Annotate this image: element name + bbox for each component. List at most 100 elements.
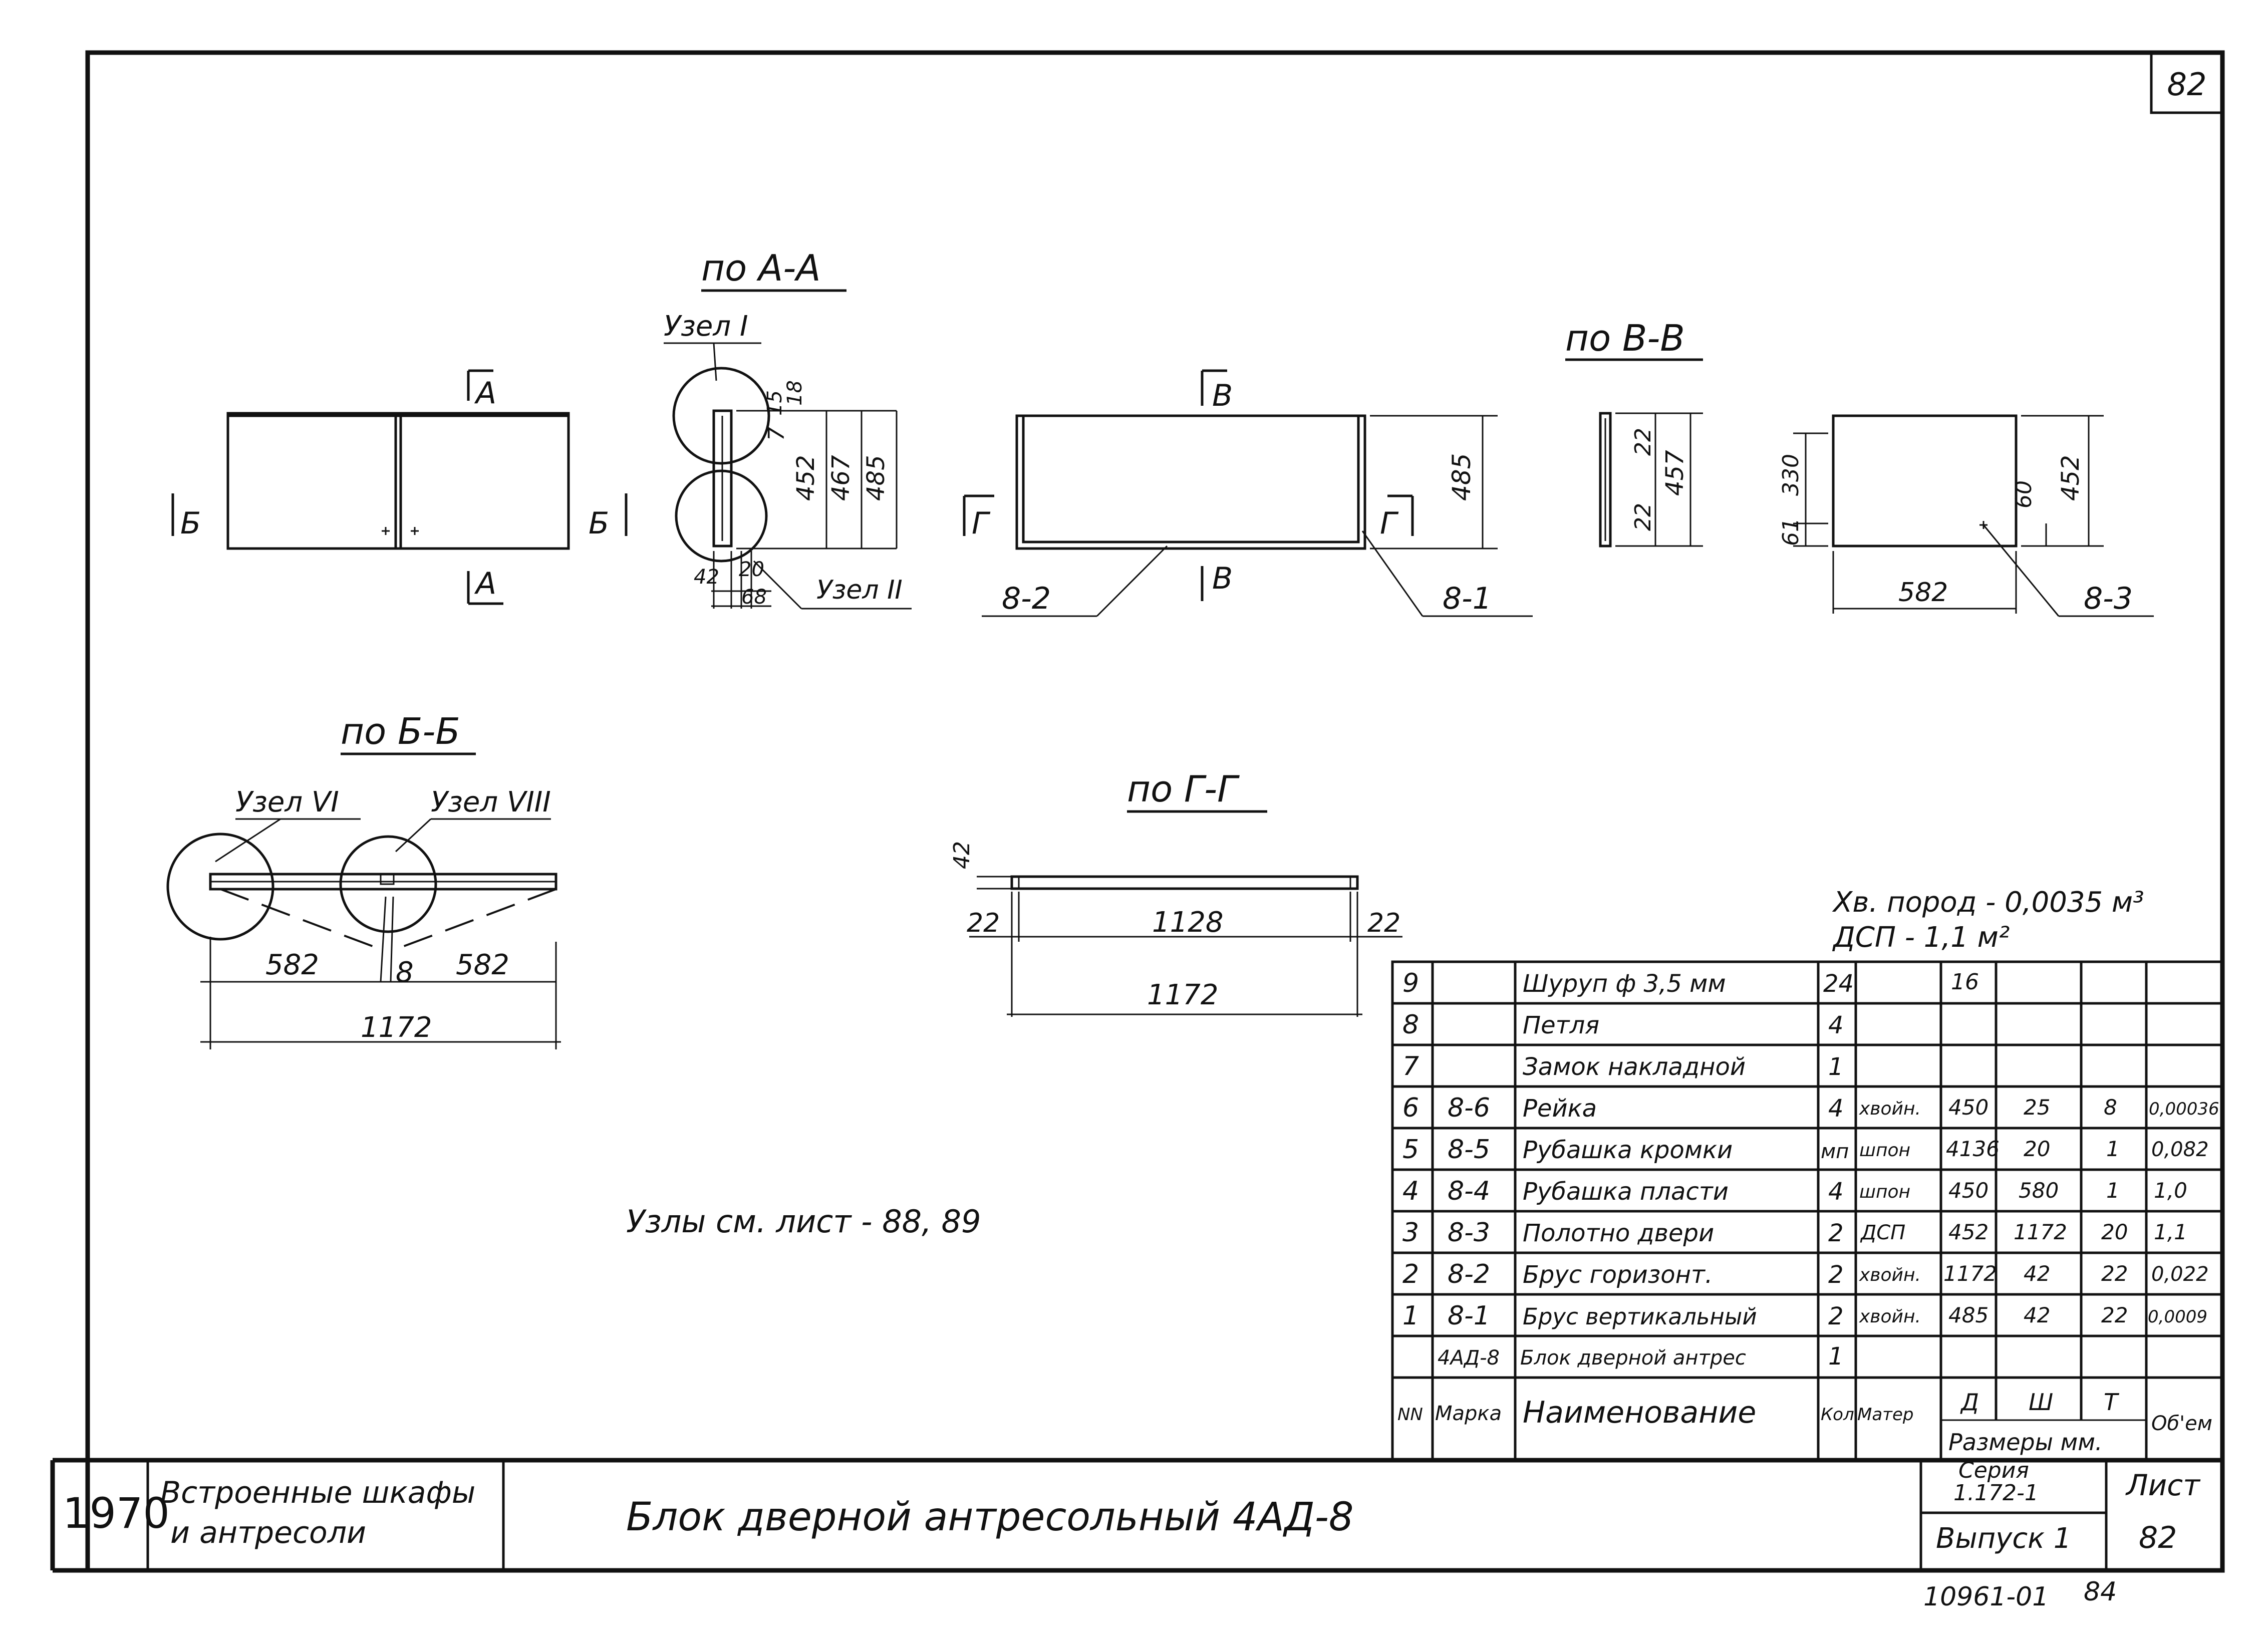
spec-row-1-name: Брус вертикальный [1523,1303,1757,1330]
dim-61: 61 [1778,518,1804,546]
title-category-1: Встроенные шкафы [160,1475,475,1510]
spec-row-assembly-name: Блок дверной антрес [1520,1346,1746,1370]
dim-467: 467 [827,455,855,501]
spec-row-6-name: Рейка [1523,1095,1597,1123]
spec-row-3-t: 20 [2101,1220,2128,1244]
spec-row-3-vol: 1,1 [2154,1220,2187,1244]
dim-bb-8: 8 [396,956,414,989]
spec-row-2-vol: 0,022 [2151,1263,2209,1286]
spec-row-1-n: 1 [1402,1301,1419,1331]
spec-row-2-w: 42 [2024,1261,2050,1286]
front-view: А А Б Б [171,369,628,605]
title-category-2: и антресоли [170,1515,366,1550]
spec-header-name: Наименование [1523,1395,1756,1430]
section-mark-a-bottom: А [474,566,496,601]
view-label-b-b: по Б-Б [341,710,460,752]
frame-view: В В Г Г 485 8-2 8-1 [963,369,1533,617]
materials-wood: Хв. пород - 0,0035 м³ [1832,886,2144,919]
dim-15: 15 [763,390,786,416]
spec-row-8-qty: 4 [1828,1011,1844,1039]
section-mark-b-right: Б [589,506,609,541]
section-mark-v-bottom: В [1212,561,1233,596]
spec-row-3-d: 452 [1948,1220,1989,1244]
spec-header-d: Д [1960,1389,1979,1416]
dim-60: 60 [2011,480,2037,508]
spec-row-7-name: Замок накладной [1523,1053,1746,1081]
section-v-v: по В-В 22 457 22 [1565,317,1703,548]
spec-row-5-vol: 0,082 [2151,1138,2209,1161]
dim-68: 68 [741,586,767,609]
section-g-g: по Г-Г 42 22 1128 22 1172 [949,768,1402,1017]
spec-row-5-w: 20 [2024,1137,2050,1161]
sheet-number-title: 82 [2139,1520,2177,1555]
callout-8-1: 8-1 [1443,581,1492,616]
spec-row-6-mark: 8-6 [1448,1093,1490,1123]
dim-485: 485 [862,455,890,501]
sheet-number-box [2150,51,2224,114]
spec-row-5-name: Рубашка кромки [1523,1136,1733,1164]
dim-bb-582-right: 582 [456,949,509,981]
spec-row-5-mat: шпон [1859,1140,1910,1161]
spec-row-2-n: 2 [1402,1259,1419,1289]
dim-gg-1128: 1128 [1152,906,1224,939]
dim-gg-1172: 1172 [1147,979,1219,1011]
section-mark-g-left: Г [972,506,991,541]
dim-452-panel: 452 [2057,455,2085,501]
spec-row-3-n: 3 [1402,1218,1419,1248]
spec-row-5-mark: 8-5 [1448,1135,1490,1165]
view-label-g-g: по Г-Г [1127,768,1240,810]
section-a-a: по А-А Узел I 15 18 7 452 467 485 42 20 … [664,247,912,610]
spec-row-1-d: 485 [1948,1303,1989,1327]
spec-row-2-d: 1172 [1943,1261,1997,1286]
spec-row-assembly-mark: 4АД-8 [1438,1346,1500,1370]
dim-gg-22-right: 22 [1367,908,1400,938]
spec-row-6-qty: 4 [1828,1095,1844,1123]
view-label-v-v: по В-В [1565,317,1685,359]
spec-row-9-d: 16 [1951,969,1979,995]
spec-row-9-qty: 24 [1823,970,1854,998]
dim-bb-582-left: 582 [265,949,319,981]
node-2-label: Узел II [816,575,903,605]
spec-row-1-mark: 8-1 [1448,1301,1490,1331]
dim-7: 7 [764,427,789,441]
spec-row-2-mark: 8-2 [1448,1259,1490,1289]
spec-row-3-w: 1172 [2014,1220,2067,1244]
spec-row-4-w: 580 [2019,1178,2059,1203]
sheet-label: Лист [2125,1468,2201,1502]
spec-row-9-name: Шуруп ф 3,5 мм [1523,970,1726,998]
callout-8-3: 8-3 [2084,581,2133,616]
spec-row-4-qty: 4 [1828,1178,1844,1206]
drawing-title: Блок дверной антресольный 4АД-8 [626,1495,1354,1540]
spec-row-1-w: 42 [2024,1303,2050,1327]
spec-row-8-n: 8 [1402,1010,1419,1040]
spec-header-mark: Марка [1435,1402,1502,1425]
spec-row-7-n: 7 [1402,1051,1419,1081]
dim-582-panel: 582 [1898,578,1948,608]
spec-header-qty: Кол [1821,1405,1854,1425]
section-b-b: по Б-Б Узел VI Узел VIII 582 8 582 1172 [166,710,561,1049]
spec-header-n: NN [1397,1405,1423,1425]
dim-330: 330 [1778,454,1804,496]
spec-row-5-t: 1 [2106,1137,2120,1161]
spec-row-1-mat: хвойн. [1859,1306,1921,1327]
dim-20: 20 [739,558,764,581]
spec-row-6-n: 6 [1402,1093,1419,1123]
spec-row-9-n: 9 [1402,968,1419,998]
spec-row-3-mat: ДСП [1860,1221,1905,1244]
spec-row-5-d: 4136 [1946,1137,2000,1161]
node-8-label: Узел VIII [431,786,551,819]
spec-row-2-name: Брус горизонт. [1523,1261,1713,1289]
view-label-a-a: по А-А [701,247,821,289]
spec-row-8-name: Петля [1523,1011,1599,1039]
spec-row-2-qty: 2 [1828,1261,1844,1289]
series-label: Серия [1958,1458,2029,1483]
dim-18: 18 [783,380,806,406]
specification-table: 9 Шуруп ф 3,5 мм 24 16 8 Петля 4 7 Замок… [1391,960,2224,1462]
spec-header-t: Т [2104,1389,2120,1416]
spec-row-4-mat: шпон [1859,1182,1910,1202]
nodes-reference-note: Узлы см. лист - 88, 89 [626,1203,981,1240]
spec-row-7-qty: 1 [1828,1053,1844,1081]
issue-number: Выпуск 1 [1936,1522,2071,1555]
title-year: 1970 [63,1489,170,1538]
